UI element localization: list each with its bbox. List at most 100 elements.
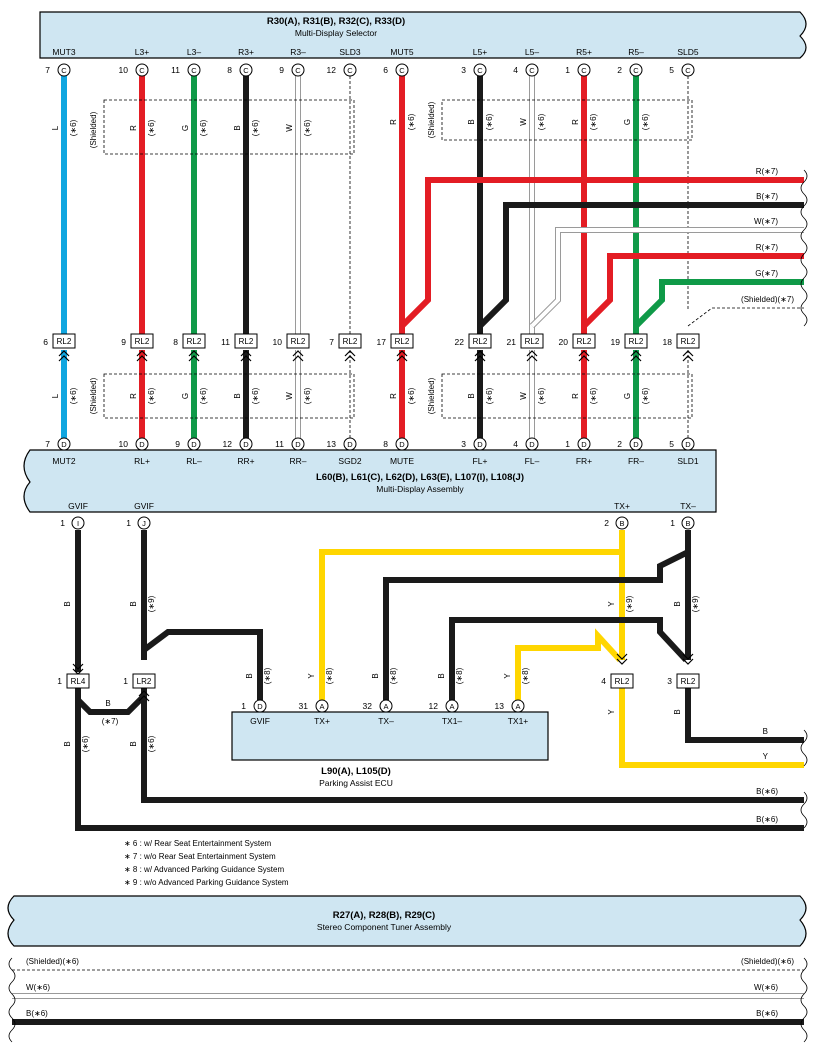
svg-text:RL+: RL+	[134, 456, 150, 466]
svg-text:(∗8): (∗8)	[389, 667, 398, 684]
svg-text:(∗6): (∗6)	[641, 387, 650, 404]
svg-text:D: D	[347, 440, 353, 449]
svg-text:(∗6): (∗6)	[251, 119, 260, 136]
svg-text:18: 18	[663, 337, 673, 347]
svg-text:(∗6): (∗6)	[251, 387, 260, 404]
middle-wires	[75, 530, 804, 831]
svg-text:C: C	[243, 66, 249, 75]
svg-text:C: C	[295, 66, 301, 75]
svg-text:RR+: RR+	[237, 456, 254, 466]
svg-text:FL+: FL+	[473, 456, 488, 466]
svg-text:1: 1	[241, 701, 246, 711]
svg-text:B: B	[245, 673, 254, 678]
svg-text:SGD2: SGD2	[338, 456, 361, 466]
svg-text:D: D	[61, 440, 67, 449]
svg-text:W(∗6): W(∗6)	[26, 983, 50, 992]
svg-text:B: B	[233, 125, 242, 130]
svg-text:19: 19	[611, 337, 621, 347]
svg-text:2: 2	[604, 518, 609, 528]
svg-text:W: W	[519, 392, 528, 400]
svg-text:4: 4	[513, 65, 518, 75]
svg-text:B: B	[437, 673, 446, 678]
svg-text:D: D	[581, 440, 587, 449]
svg-text:(∗6): (∗6)	[537, 113, 546, 130]
branch-r2	[581, 253, 804, 329]
note-8: ∗ 8 : w/ Advanced Parking Guidance Syste…	[124, 865, 284, 874]
svg-text:1: 1	[123, 676, 128, 686]
right-mid-labels: B Y B(∗6) B(∗6)	[756, 727, 778, 824]
shield-label-right-upper: (Shielded)	[427, 101, 436, 138]
svg-text:31: 31	[299, 701, 309, 711]
upper-color-labels: L (∗6) R (∗6) G (∗6) B (∗6) W (∗6) R (∗6…	[51, 113, 650, 136]
svg-text:1: 1	[126, 518, 131, 528]
svg-text:L: L	[51, 125, 60, 130]
svg-text:RL–: RL–	[186, 456, 202, 466]
svg-text:W: W	[285, 392, 294, 400]
svg-text:LR2: LR2	[137, 677, 152, 686]
svg-text:10: 10	[273, 337, 283, 347]
svg-text:D: D	[529, 440, 535, 449]
lower-shield-groups: (Shielded) (Shielded)	[89, 373, 693, 419]
svg-text:B(∗6): B(∗6)	[756, 815, 778, 824]
assembly-bottom-pins: GVIF GVIF TX+ TX–	[68, 501, 696, 511]
svg-text:B: B	[63, 741, 72, 746]
svg-text:D: D	[191, 440, 197, 449]
svg-text:B: B	[467, 393, 476, 398]
svg-text:17: 17	[377, 337, 387, 347]
svg-text:B(∗6): B(∗6)	[756, 787, 778, 796]
svg-text:22: 22	[455, 337, 465, 347]
pin-label: SLD5	[677, 47, 699, 57]
svg-text:B: B	[129, 741, 138, 746]
svg-text:FL–: FL–	[525, 456, 540, 466]
branch-label-r2: R(∗7)	[756, 243, 779, 252]
svg-text:(∗6): (∗6)	[147, 735, 156, 752]
svg-text:TX1–: TX1–	[442, 716, 463, 726]
svg-text:C: C	[139, 66, 145, 75]
lr2-connector: 1 LR2	[123, 673, 156, 689]
svg-text:D: D	[477, 440, 483, 449]
svg-text:R: R	[129, 125, 138, 131]
svg-text:A: A	[319, 702, 324, 711]
branch-label-g: G(∗7)	[755, 269, 778, 278]
svg-text:J: J	[142, 519, 146, 528]
svg-text:9: 9	[175, 439, 180, 449]
svg-text:(∗8): (∗8)	[263, 667, 272, 684]
svg-text:7: 7	[329, 337, 334, 347]
lower-color-labels: L (∗6) R (∗6) G (∗6) B (∗6) W (∗6) R (∗6…	[51, 387, 650, 404]
branch-label-w: W(∗7)	[754, 217, 778, 226]
svg-text:(∗6): (∗6)	[69, 387, 78, 404]
svg-text:7: 7	[45, 65, 50, 75]
svg-text:R: R	[129, 393, 138, 399]
svg-text:D: D	[633, 440, 639, 449]
svg-text:R: R	[571, 119, 580, 125]
svg-text:8: 8	[383, 439, 388, 449]
tuner-wires: (Shielded)(∗6) (Shielded)(∗6) W(∗6) W(∗6…	[8, 957, 808, 1043]
pin-label: L3–	[187, 47, 201, 57]
branch-r1	[399, 177, 804, 329]
pin-label: MUT3	[52, 47, 75, 57]
svg-text:GVIF: GVIF	[134, 501, 154, 511]
svg-text:B: B	[673, 601, 682, 606]
svg-text:TX+: TX+	[314, 716, 330, 726]
svg-text:A: A	[449, 702, 454, 711]
svg-text:(∗6): (∗6)	[147, 387, 156, 404]
svg-text:C: C	[191, 66, 197, 75]
shield-label-left-upper: (Shielded)	[89, 111, 98, 148]
assembly-subtitle: Multi-Display Assembly	[376, 484, 464, 494]
tuner-title: R27(A), R28(B), R29(C)	[333, 910, 435, 921]
svg-text:RL2: RL2	[343, 337, 358, 346]
